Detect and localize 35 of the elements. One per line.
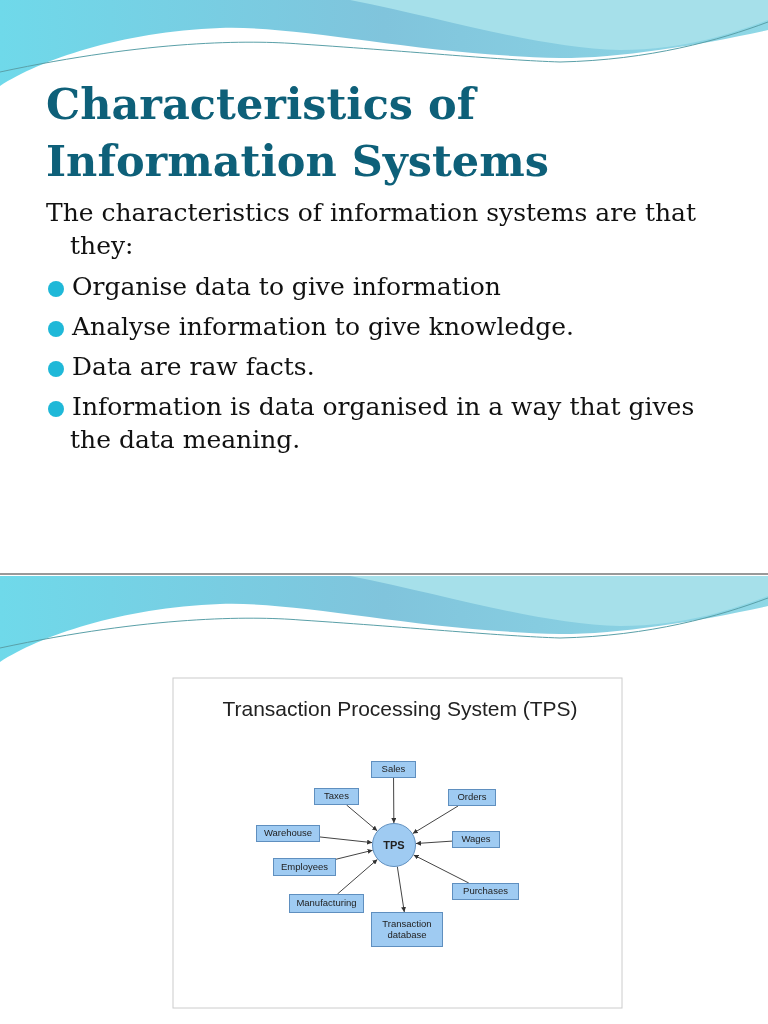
arrow [336, 858, 378, 895]
process-box [452, 831, 500, 848]
arrow [396, 866, 406, 913]
process-box [273, 858, 336, 876]
bullet-text: Analyse information to give knowledge. [71, 311, 575, 343]
node-label: TPS [383, 838, 405, 852]
arrow [413, 854, 470, 884]
node-label: Employees [281, 861, 328, 873]
node-label: Transaction database [381, 918, 433, 941]
bullet-text: Information is data organised in a way that gives the data meaning. [70, 391, 696, 456]
arrow [391, 777, 397, 824]
arrow [319, 836, 373, 845]
bullet-text: Data are raw facts. [71, 351, 316, 383]
node-label: Manufacturing [296, 898, 357, 909]
process-box [314, 788, 359, 805]
node-label: Taxes [324, 791, 349, 802]
process-box [256, 825, 320, 842]
arrow [412, 805, 459, 835]
node-label: Wages [461, 834, 491, 845]
node-label: Warehouse [263, 828, 313, 839]
node-label: Orders [457, 792, 487, 803]
process-box [289, 894, 364, 913]
diagram-heading: Transaction Processing System (TPS) [221, 696, 579, 722]
node-label: Sales [381, 764, 406, 775]
arrow [346, 804, 378, 832]
process-box [371, 761, 416, 778]
node-label: Purchases [463, 886, 508, 897]
process-box [448, 789, 496, 806]
arrow [335, 849, 374, 860]
arrow [415, 840, 453, 846]
process-box [452, 883, 519, 900]
bullet-text: Organise data to give information [71, 271, 502, 303]
slide-title: Characteristics of Information Systems [46, 78, 550, 189]
process-box [371, 912, 443, 947]
intro-text: The characteristics of information systems are that they: [46, 197, 697, 262]
